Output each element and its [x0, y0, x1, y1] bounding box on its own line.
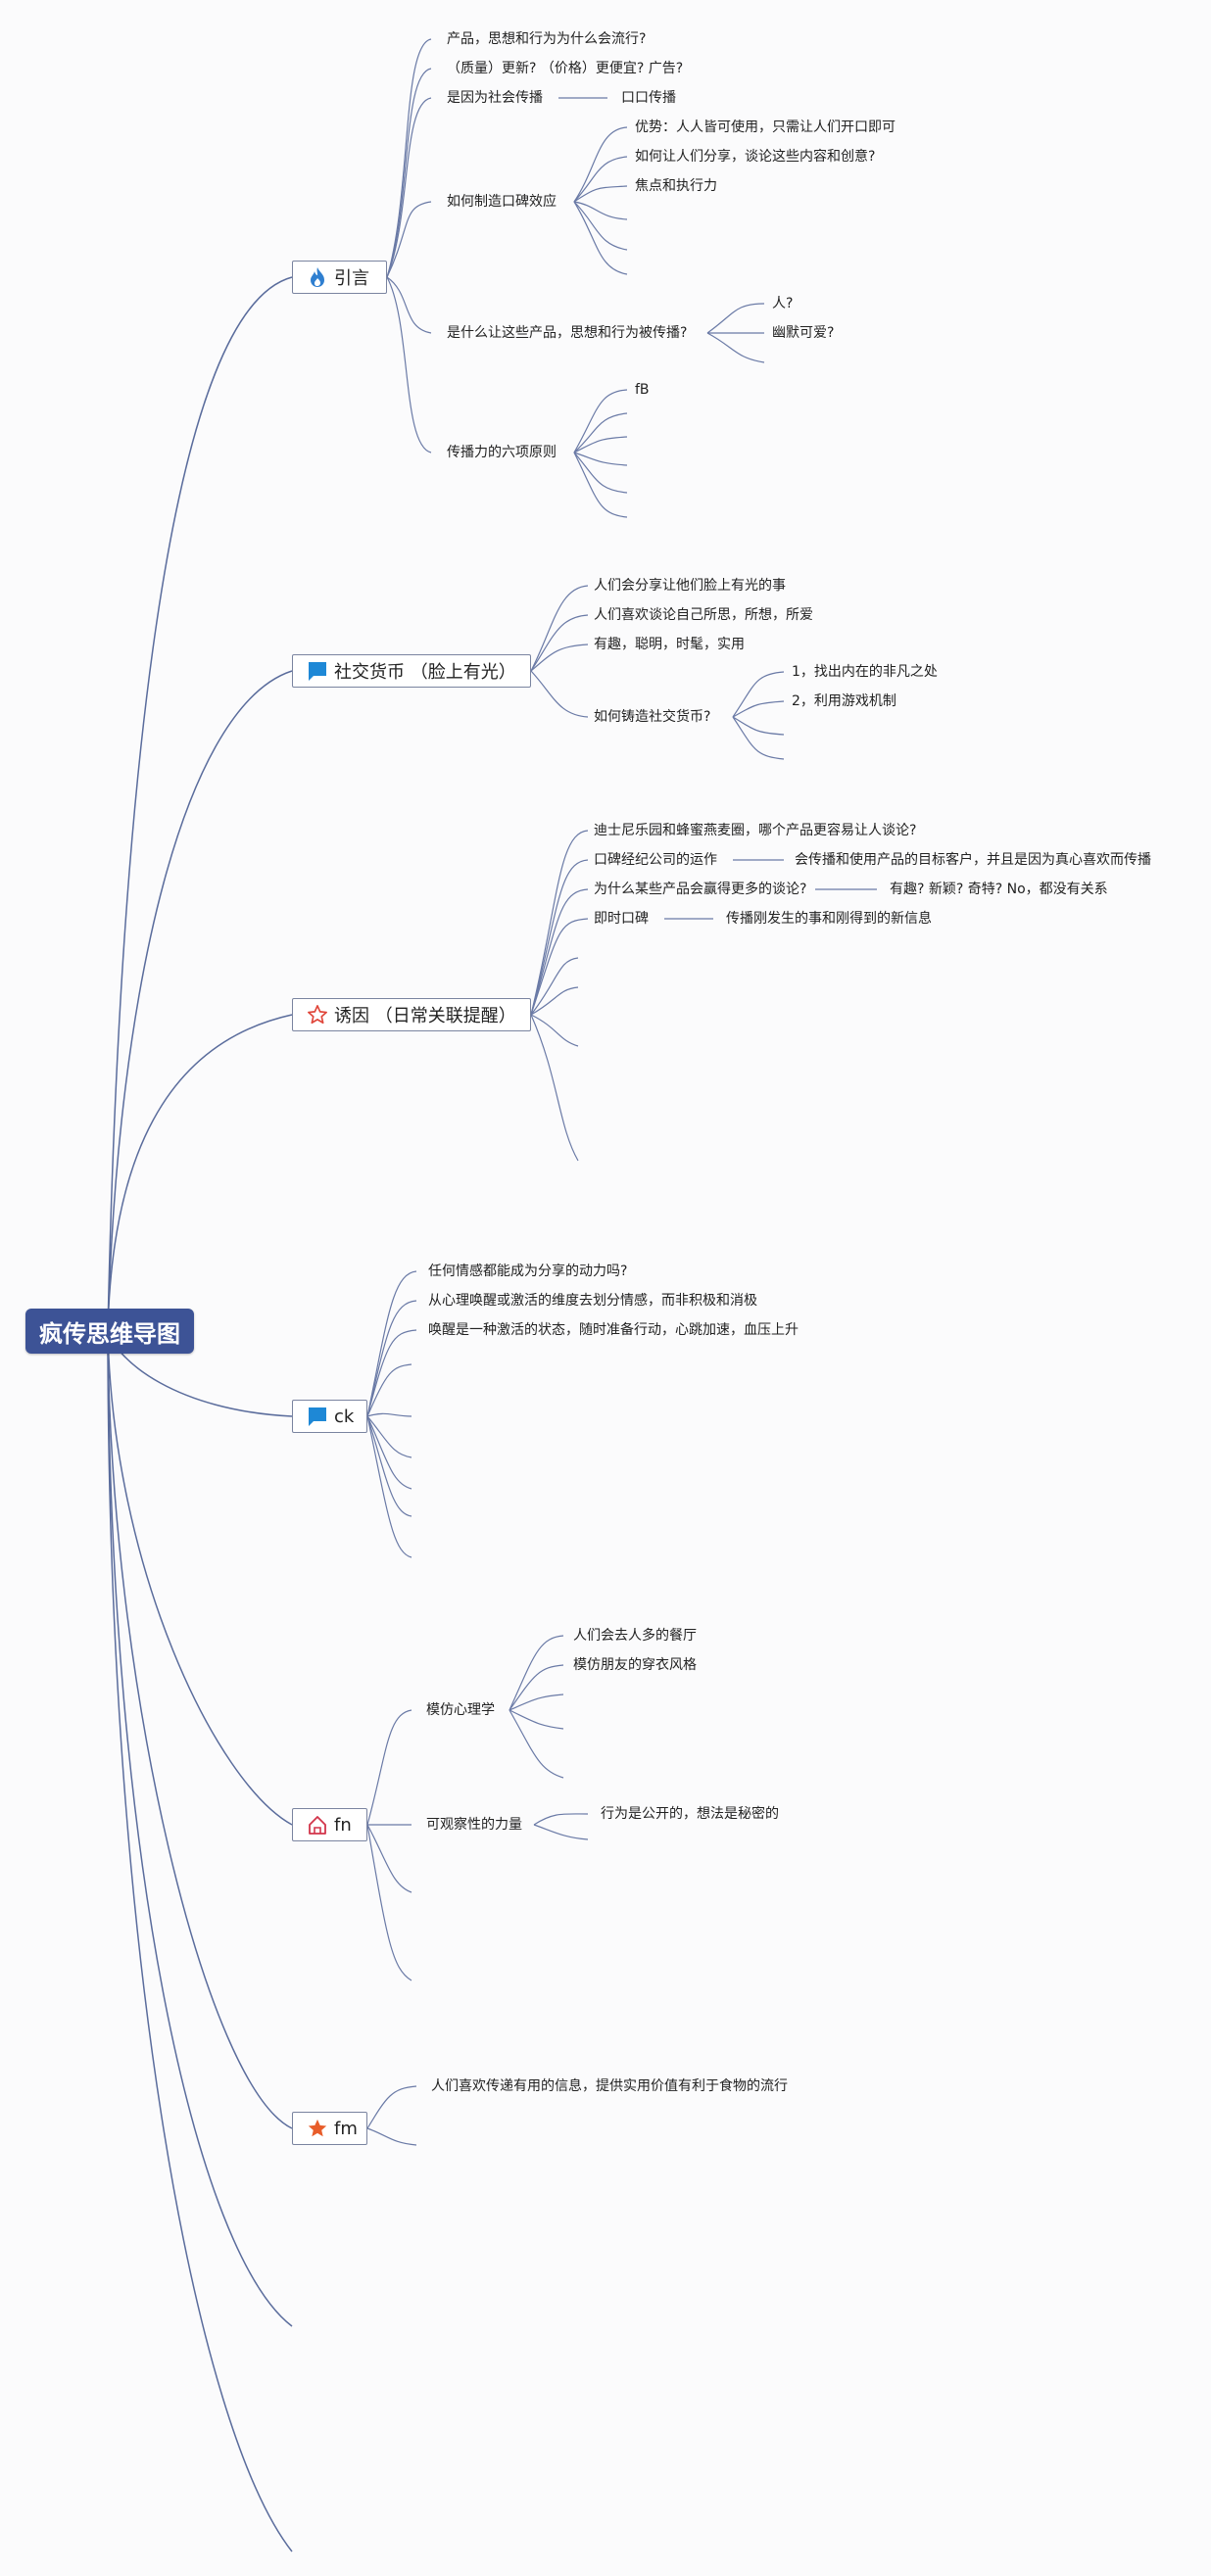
home-icon — [307, 1814, 328, 1836]
flame-icon — [307, 266, 328, 288]
subtopic[interactable]: 产品，思想和行为为什么会流行? — [447, 31, 647, 47]
subtopic[interactable]: 人们喜欢谈论自己所思，所想，所爱 — [594, 607, 813, 623]
subtopic[interactable]: 是因为社会传播 — [447, 90, 543, 106]
subtopic-child[interactable]: 优势：人人皆可使用，只需让人们开口即可 — [635, 119, 896, 135]
star-filled-icon — [307, 2118, 328, 2139]
subtopic-child[interactable]: 1，找出内在的非凡之处 — [792, 664, 938, 680]
topic-trigger[interactable]: 诱因 （日常关联提醒） — [292, 998, 531, 1031]
subtopic[interactable]: 口碑经纪公司的运作 — [594, 852, 717, 868]
topic-fm[interactable]: fm — [292, 2112, 367, 2145]
subtopic-child[interactable]: 幽默可爱? — [772, 325, 835, 341]
subtopic-child[interactable]: 传播刚发生的事和刚得到的新信息 — [726, 911, 932, 927]
subtopic[interactable]: 即时口碑 — [594, 911, 649, 927]
flag-icon — [307, 660, 328, 682]
subtopic[interactable]: 唤醒是一种激活的状态，随时准备行动，心跳加速，血压上升 — [428, 1322, 799, 1338]
subtopic[interactable]: 人们喜欢传递有用的信息，提供实用价值有利于食物的流行 — [431, 2078, 788, 2094]
subtopic[interactable]: 如何铸造社交货币? — [594, 709, 711, 725]
topic-fn[interactable]: fn — [292, 1808, 367, 1841]
subtopic[interactable]: 从心理唤醒或激活的维度去划分情感，而非积极和消极 — [428, 1293, 757, 1309]
subtopic-child[interactable]: 人? — [772, 296, 794, 311]
subtopic-child[interactable]: 人们会去人多的餐厅 — [573, 1628, 697, 1644]
subtopic-child[interactable]: 口口传播 — [621, 90, 676, 106]
subtopic[interactable]: 人们会分享让他们脸上有光的事 — [594, 578, 786, 594]
subtopic-child[interactable]: 有趣? 新颖? 奇特? No，都没有关系 — [890, 882, 1108, 897]
topic-social-currency[interactable]: 社交货币 （脸上有光） — [292, 654, 531, 688]
star-outline-icon — [307, 1004, 328, 1026]
topic-label: 引言 — [334, 268, 369, 289]
subtopic[interactable]: 是什么让这些产品，思想和行为被传播? — [447, 325, 688, 341]
subtopic-child[interactable]: 如何让人们分享，谈论这些内容和创意? — [635, 149, 876, 165]
topic-label: fm — [334, 2118, 358, 2139]
flag-icon — [307, 1406, 328, 1427]
subtopic[interactable]: 任何情感都能成为分享的动力吗? — [428, 1264, 628, 1279]
subtopic-child[interactable]: 焦点和执行力 — [635, 178, 717, 194]
subtopic[interactable]: 迪士尼乐园和蜂蜜燕麦圈，哪个产品更容易让人谈论? — [594, 823, 917, 838]
topic-label: ck — [334, 1406, 355, 1427]
subtopic-child[interactable]: 模仿朋友的穿衣风格 — [573, 1657, 697, 1673]
topic-label: 社交货币 （脸上有光） — [334, 662, 516, 683]
subtopic-child[interactable]: 2，利用游戏机制 — [792, 693, 896, 709]
topic-label: fn — [334, 1814, 352, 1836]
subtopic-child[interactable]: fB — [635, 382, 650, 398]
subtopic[interactable]: （质量）更新? （价格）更便宜? 广告? — [447, 61, 684, 76]
subtopic[interactable]: 传播力的六项原则 — [447, 445, 557, 460]
root-topic[interactable]: 疯传思维导图 — [25, 1309, 194, 1354]
topic-ck[interactable]: ck — [292, 1400, 367, 1433]
subtopic[interactable]: 有趣，聪明，时髦，实用 — [594, 637, 745, 652]
topic-intro[interactable]: 引言 — [292, 261, 387, 294]
subtopic[interactable]: 为什么某些产品会赢得更多的谈论? — [594, 882, 807, 897]
subtopic[interactable]: 模仿心理学 — [426, 1702, 495, 1718]
subtopic-child[interactable]: 行为是公开的，想法是秘密的 — [601, 1806, 779, 1822]
topic-label: 诱因 （日常关联提醒） — [334, 1006, 516, 1026]
subtopic[interactable]: 可观察性的力量 — [426, 1817, 522, 1833]
subtopic-child[interactable]: 会传播和使用产品的目标客户，并且是因为真心喜欢而传播 — [795, 852, 1151, 868]
subtopic[interactable]: 如何制造口碑效应 — [447, 194, 557, 210]
